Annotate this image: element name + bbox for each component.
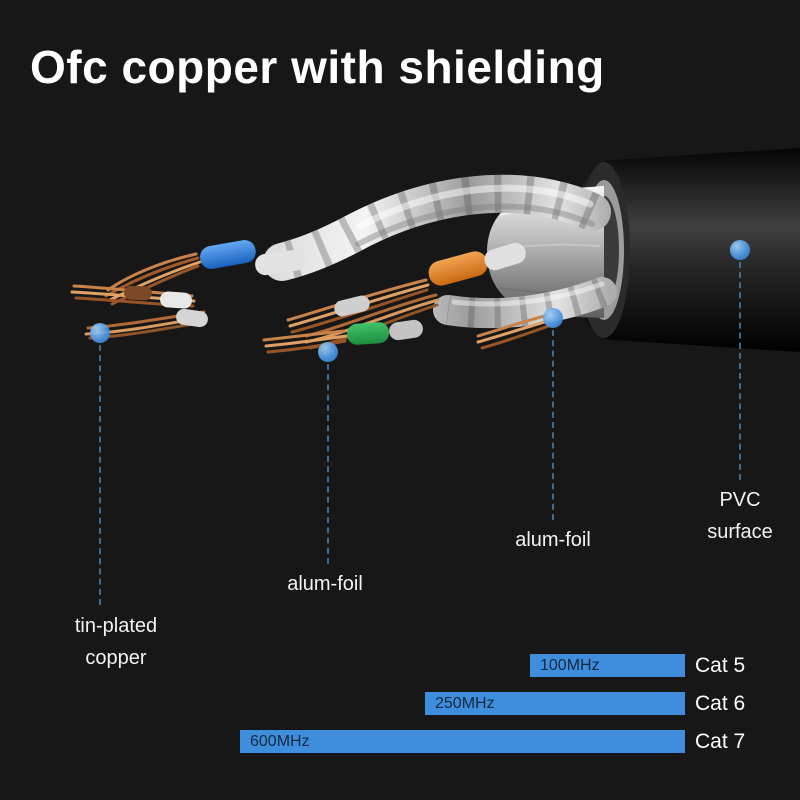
callout-text: alum-foil [287,573,363,595]
leader-line-alum-foil-right [552,330,554,520]
callout-label-tin-plated-copper: tin-plated copper [36,610,196,674]
bar-value-label: 250MHz [435,694,495,712]
bar-cat-5: 100MHz [530,654,685,677]
callout-label-alum-foil-left: alum-foil [245,568,405,600]
leader-line-alum-foil-left [327,364,329,564]
marker-dot-pvc-surface [730,240,750,260]
leader-line-tin-plated-copper [99,345,101,605]
leader-line-pvc-surface [739,262,741,480]
wire-sleeve-orange [428,251,488,286]
bar-cat-6: 250MHz [425,692,685,715]
callout-label-alum-foil-right: alum-foil [473,524,633,556]
twisted-pair-foil-upper [263,174,611,281]
marker-dot-alum-foil-left [318,342,338,362]
category-label: Cat 7 [695,729,746,753]
marker-dot-alum-foil-right [543,308,563,328]
wire-sleeve-brown [124,285,152,301]
chart-row: 100MHz Cat 5 [0,654,800,677]
callout-text: tin-plated [74,615,158,637]
wire-sleeves [124,240,526,345]
wire-sleeve-white [255,249,305,276]
category-label: Cat 5 [695,653,746,677]
category-label: Cat 6 [695,691,746,715]
page-title: Ofc copper with shielding [30,41,605,93]
twisted-pair-foil-lower [433,277,617,329]
chart-row: 250MHz Cat 6 [0,692,800,715]
chart-row: 600MHz Cat 7 [0,730,800,753]
wire-sleeve-blue [200,240,256,269]
bar-value-label: 100MHz [540,656,600,674]
callout-text: copper [85,647,147,669]
callout-label-pvc-surface: PVC surface [662,484,800,548]
marker-dot-tin-plated-copper [90,323,110,343]
bar-cat-7: 600MHz [240,730,685,753]
cable-illustration [70,148,800,354]
wire-sleeve-green [347,322,390,345]
callout-text: alum-foil [515,529,591,551]
bar-value-label: 600MHz [250,732,310,750]
cable-jacket [572,148,800,352]
callout-text: PVC [719,489,761,511]
callout-text: surface [707,521,773,543]
